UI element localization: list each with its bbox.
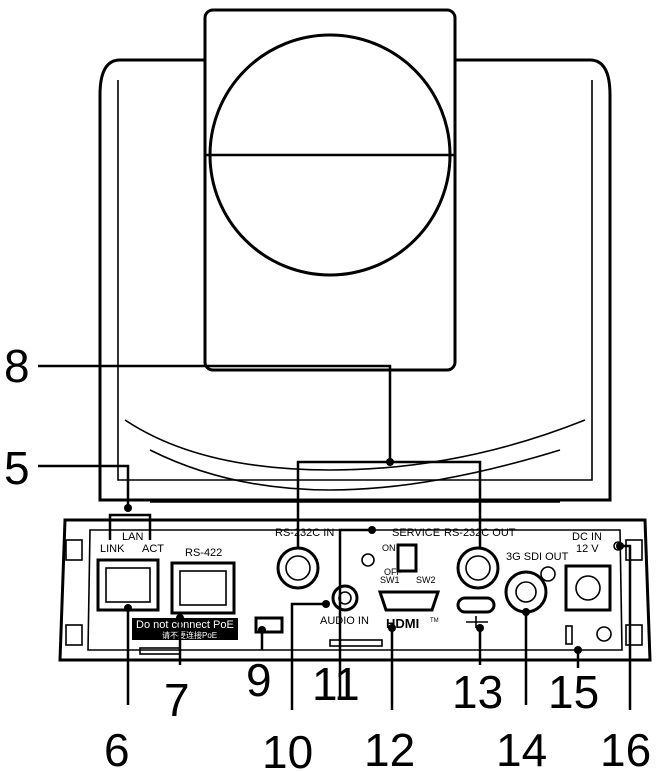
leader-8 bbox=[38, 364, 392, 462]
callout-5: 5 bbox=[4, 442, 30, 494]
service-led bbox=[361, 553, 375, 567]
vent-left-bottom bbox=[65, 624, 83, 646]
leader-5-bracket bbox=[108, 513, 152, 540]
usb-c-port[interactable] bbox=[456, 596, 496, 614]
camera-head bbox=[98, 8, 612, 503]
sw2-label: SW2 bbox=[416, 575, 436, 585]
leader-15-dot bbox=[574, 646, 582, 654]
poe-warning-box bbox=[132, 618, 238, 640]
poe-warning-cn: 请不要连接PoE bbox=[162, 630, 217, 640]
leader-9-dot bbox=[258, 626, 266, 634]
leader-16-dot bbox=[616, 542, 624, 550]
callout-7: 7 bbox=[164, 674, 190, 726]
callout-11: 11 bbox=[312, 658, 360, 710]
vent-right-bottom bbox=[625, 624, 643, 646]
callout-6: 6 bbox=[104, 724, 130, 772]
service-off-label: OFF bbox=[384, 567, 402, 577]
vent-left-top bbox=[65, 539, 83, 561]
leader-6-dot bbox=[124, 604, 132, 612]
leader-14-dot bbox=[522, 608, 530, 616]
leader-11 bbox=[338, 528, 372, 700]
sdi-out-connector-inner bbox=[515, 581, 537, 603]
callout-16: 16 bbox=[600, 724, 651, 772]
hdmi-port[interactable] bbox=[377, 590, 441, 612]
dc-in-label: DC IN bbox=[572, 531, 602, 543]
lan-port-inner bbox=[105, 567, 151, 603]
sd-slot bbox=[329, 639, 383, 647]
callout-9: 9 bbox=[246, 654, 272, 706]
sdi-bolt bbox=[540, 566, 556, 582]
poe-warning-en: Do not connect PoE bbox=[136, 619, 234, 631]
leader-10 bbox=[290, 602, 326, 710]
callout-numbers: 8 5 6 7 9 10 11 12 13 14 15 16 bbox=[4, 340, 651, 772]
rs232c-in-label: RS-232C IN bbox=[275, 527, 334, 539]
service-label: SERVICE bbox=[392, 527, 440, 539]
callout-15: 15 bbox=[548, 666, 599, 718]
ground-terminal[interactable] bbox=[596, 626, 612, 642]
vent-right-top bbox=[625, 539, 643, 561]
callout-8: 8 bbox=[4, 340, 30, 392]
dc-in-port-inner bbox=[575, 575, 601, 601]
lan-label: LAN bbox=[122, 531, 143, 543]
audio-in-label: AUDIO IN bbox=[320, 615, 369, 627]
rear-panel: LAN LINK ACT RS-422 Do not connect PoE 请… bbox=[58, 518, 652, 662]
sdi-out-label: 3G SDI OUT bbox=[506, 551, 569, 563]
rs422-port-inner bbox=[179, 570, 227, 606]
leader-8-dot bbox=[386, 458, 394, 466]
rs232c-in-port[interactable] bbox=[276, 546, 320, 590]
sdi-out-connector[interactable] bbox=[504, 570, 548, 614]
rear-panel-inner bbox=[87, 529, 623, 651]
dc-voltage-label: 12 V bbox=[576, 543, 599, 555]
leader-lines bbox=[38, 364, 632, 710]
link-label: LINK bbox=[100, 543, 125, 555]
yoke-inner-line bbox=[117, 80, 593, 481]
hdmi-tm-label: TM bbox=[430, 618, 439, 624]
leader-12-dot bbox=[388, 624, 396, 632]
act-label: ACT bbox=[142, 543, 164, 555]
rs232c-out-port[interactable] bbox=[456, 546, 500, 590]
audio-in-jack[interactable] bbox=[331, 584, 359, 612]
rs422-label: RS-422 bbox=[185, 547, 222, 559]
leader-13-dot bbox=[476, 624, 484, 632]
dc-in-port[interactable] bbox=[564, 564, 612, 612]
leader-10-dot bbox=[322, 600, 330, 608]
sw1-label: SW1 bbox=[380, 575, 400, 585]
service-on-label: ON bbox=[382, 543, 396, 553]
base-top-curve bbox=[124, 419, 586, 471]
rs232c-in-port-inner bbox=[285, 555, 311, 581]
leader-7-dot bbox=[176, 614, 184, 622]
callout-10: 10 bbox=[262, 726, 313, 772]
security-slot bbox=[565, 625, 573, 645]
base-inner-curve bbox=[149, 449, 561, 491]
callout-14: 14 bbox=[496, 724, 547, 772]
callout-12: 12 bbox=[364, 724, 415, 772]
callout-13: 13 bbox=[452, 666, 503, 718]
usb-icon bbox=[466, 616, 488, 628]
rs232c-out-port-inner bbox=[465, 555, 491, 581]
leader-11-dot bbox=[368, 526, 376, 534]
service-dip-switch[interactable] bbox=[396, 543, 418, 573]
leader-5-dot bbox=[124, 504, 132, 512]
leader-5 bbox=[38, 464, 130, 508]
